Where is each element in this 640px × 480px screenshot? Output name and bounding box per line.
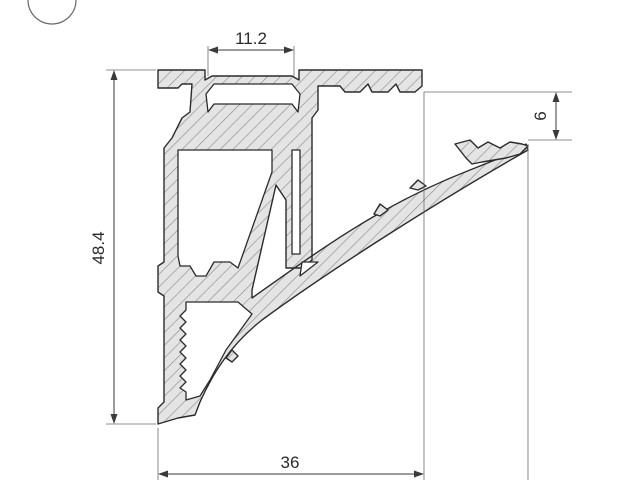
dimension-label-width-bottom: 36 (281, 453, 300, 472)
dimension-label-depth-right: 6 (531, 111, 550, 120)
inner-chamber (177, 149, 273, 277)
dimension-width-top: 11.2 (207, 29, 295, 76)
dimension-depth-right: 6 (424, 91, 572, 141)
dimension-label-width-top: 11.2 (235, 29, 267, 48)
aluminium-profile (157, 69, 529, 425)
arm-void (299, 261, 319, 277)
top-right-clip (454, 139, 529, 165)
arm-hook (373, 203, 389, 217)
arm-hook (409, 179, 427, 191)
rib-slot (291, 149, 301, 255)
arm-hook (225, 349, 239, 363)
clip-chamber (179, 301, 253, 401)
dimension-width-bottom: 36 (157, 92, 529, 480)
dimension-height-left: 48.4 (89, 69, 156, 425)
led-channel-cavity (205, 83, 301, 113)
dimension-label-height-left: 48.4 (89, 231, 108, 264)
corner-badge (27, 0, 77, 25)
